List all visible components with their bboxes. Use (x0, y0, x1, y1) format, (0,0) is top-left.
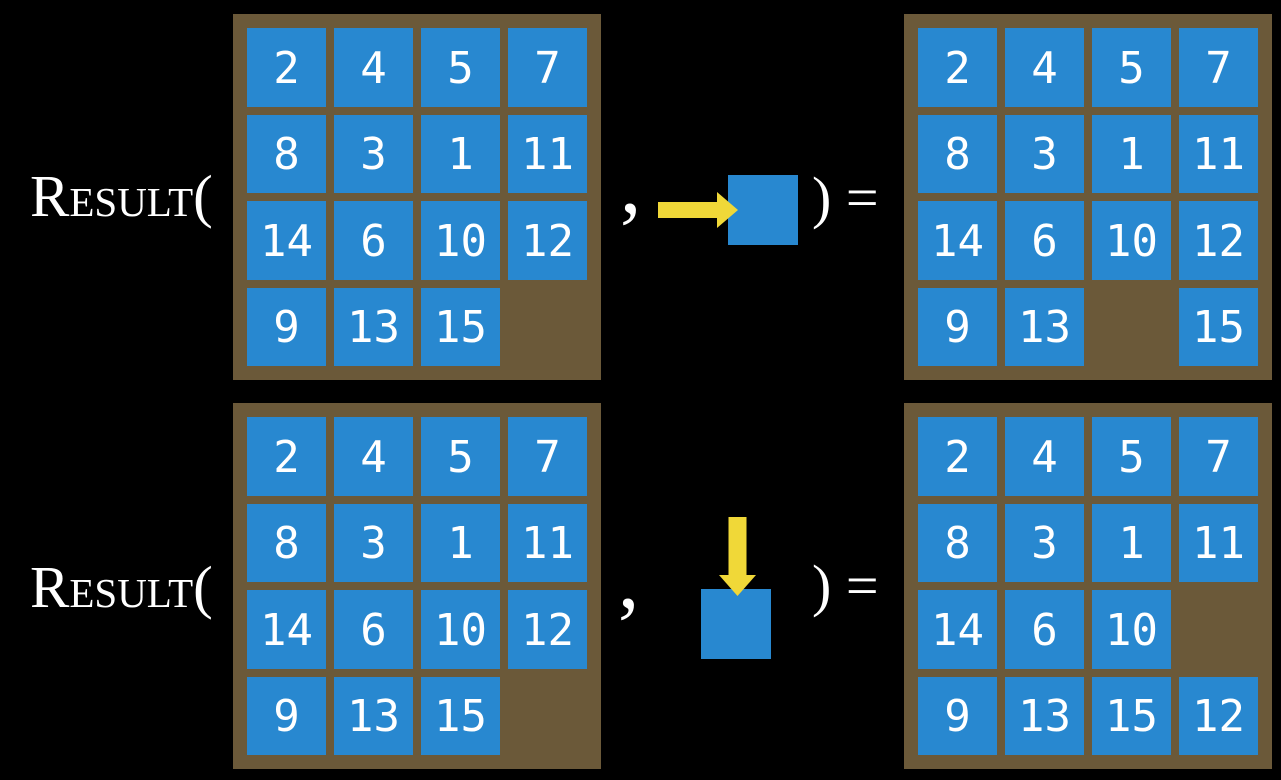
puzzle-tile: 8 (918, 503, 997, 582)
comma-separator: , (618, 532, 640, 626)
result-function-label: Result( (30, 554, 213, 620)
puzzle-tile: 10 (1092, 201, 1171, 280)
empty-cell (1179, 590, 1258, 669)
puzzle-tile: 12 (508, 201, 587, 280)
puzzle-tile: 13 (334, 676, 413, 755)
puzzle-tile: 10 (1092, 590, 1171, 669)
close-paren-equals-label: ) = (812, 553, 879, 618)
puzzle-tile: 2 (918, 417, 997, 496)
puzzle-tile: 14 (247, 201, 326, 280)
puzzle-tile: 1 (1092, 114, 1171, 193)
puzzle-tile: 5 (421, 417, 500, 496)
puzzle-tile: 10 (421, 590, 500, 669)
puzzle-tile: 14 (247, 590, 326, 669)
puzzle-tile: 2 (247, 417, 326, 496)
empty-cell (508, 677, 587, 756)
puzzle-tile: 1 (1092, 503, 1171, 582)
empty-cell (508, 288, 587, 367)
puzzle-tile: 2 (247, 28, 326, 107)
puzzle-tile: 7 (1179, 28, 1258, 107)
puzzle-tile: 4 (334, 28, 413, 107)
puzzle-tile: 1 (421, 503, 500, 582)
puzzle-tile: 12 (1179, 201, 1258, 280)
puzzle-tile: 13 (1005, 676, 1084, 755)
puzzle-tile: 4 (334, 417, 413, 496)
puzzle-tile: 8 (247, 503, 326, 582)
puzzle-tile: 14 (918, 201, 997, 280)
action-tile-square (728, 175, 798, 245)
puzzle-tile: 15 (421, 676, 500, 755)
right-arrow-icon (658, 192, 738, 228)
puzzle-tile: 7 (1179, 417, 1258, 496)
close-paren-equals-label: ) = (812, 165, 879, 230)
puzzle-tile: 8 (918, 114, 997, 193)
puzzle-tile: 7 (508, 417, 587, 496)
puzzle-tile: 11 (508, 503, 587, 582)
puzzle-tile: 11 (1179, 503, 1258, 582)
puzzle-tile: 15 (1179, 287, 1258, 366)
result-function-label: Result( (30, 163, 213, 229)
puzzle-tile: 9 (247, 676, 326, 755)
puzzle-tile: 15 (421, 287, 500, 366)
puzzle-tile: 7 (508, 28, 587, 107)
puzzle-tile: 5 (1092, 28, 1171, 107)
puzzle-tile: 11 (508, 114, 587, 193)
puzzle-tile: 4 (1005, 28, 1084, 107)
puzzle-tile: 9 (918, 287, 997, 366)
puzzle-tile: 6 (334, 590, 413, 669)
puzzle-tile: 3 (334, 114, 413, 193)
puzzle-tile: 13 (1005, 287, 1084, 366)
down-arrow-icon (719, 517, 756, 596)
empty-cell (1092, 288, 1171, 367)
puzzle-tile: 12 (1179, 676, 1258, 755)
puzzle-tile: 6 (1005, 590, 1084, 669)
puzzle-tile: 1 (421, 114, 500, 193)
puzzle-tile: 3 (334, 503, 413, 582)
comma-separator: , (620, 137, 642, 231)
puzzle-tile: 2 (918, 28, 997, 107)
puzzle-tile: 5 (1092, 417, 1171, 496)
puzzle-tile: 9 (918, 676, 997, 755)
puzzle-tile: 3 (1005, 114, 1084, 193)
puzzle-tile: 4 (1005, 417, 1084, 496)
puzzle-tile: 15 (1092, 676, 1171, 755)
puzzle-tile: 11 (1179, 114, 1258, 193)
puzzle-tile: 13 (334, 287, 413, 366)
puzzle-tile: 5 (421, 28, 500, 107)
puzzle-tile: 6 (334, 201, 413, 280)
puzzle-tile: 3 (1005, 503, 1084, 582)
puzzle-tile: 12 (508, 590, 587, 669)
action-tile-square (701, 589, 771, 659)
puzzle-tile: 10 (421, 201, 500, 280)
puzzle-tile: 14 (918, 590, 997, 669)
puzzle-tile: 9 (247, 287, 326, 366)
puzzle-tile: 8 (247, 114, 326, 193)
puzzle-tile: 6 (1005, 201, 1084, 280)
